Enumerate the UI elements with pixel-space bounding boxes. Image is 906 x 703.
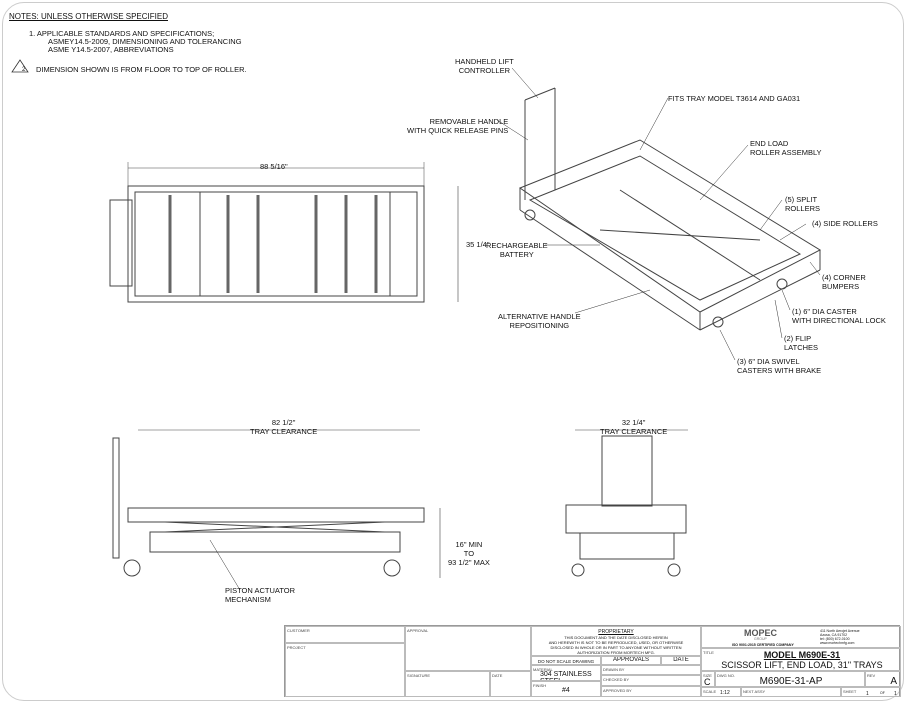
side-view-frame [127,507,425,523]
callout-tray: FITS TRAY MODEL T3614 AND GA031 [668,94,801,103]
iso-view-frame [518,139,822,313]
company-block: MOPEC GROUP ISO 9001:2015 CERTIFIED COMP… [701,626,901,648]
dim-length: 88 5/16" [260,162,288,171]
dim-tray-width: 32 1/4"TRAY CLEARANCE [600,418,668,436]
proprietary-notice: PROPRIETARY THIS DOCUMENT AND THE DATE D… [531,626,701,656]
drawing-description: SCISSOR LIFT, END LOAD, 31" TRAYS [721,660,883,670]
leader-lines [209,67,821,591]
dim-tray-length: 82 1/2"TRAY CLEARANCE [250,418,318,436]
note-1a: ASMEY14.5-2009, DIMENSIONING AND TOLERAN… [48,37,242,46]
end-view-frame [565,504,687,534]
note-1b: ASME Y14.5-2007, ABBREVIATIONS [48,45,174,54]
material-value: 304 STAINLESS STEEL [540,671,592,680]
note-2: DIMENSION SHOWN IS FROM FLOOR TO TOP OF … [36,65,247,74]
note-1: 1. APPLICABLE STANDARDS AND SPECIFICATIO… [29,29,215,38]
model-title: MODEL M690E-31 [763,650,841,660]
top-view-frame [127,185,425,303]
drawing-number: M690E-31-AP [759,676,823,687]
dim-width: 35 1/4" [466,240,490,249]
delta-note-icon [11,59,29,73]
title-block: CUSTOMER PROJECT APPROVAL SIGNATURE DATE… [284,625,901,697]
notes-title: NOTES: UNLESS OTHERWISE SPECIFIED [9,12,168,21]
mopec-logo: MOPEC [744,628,778,638]
finish-value: #4 [562,687,570,694]
note-2-number: 2 [22,67,26,73]
callout-side: (4) SIDE ROLLERS [812,219,878,228]
